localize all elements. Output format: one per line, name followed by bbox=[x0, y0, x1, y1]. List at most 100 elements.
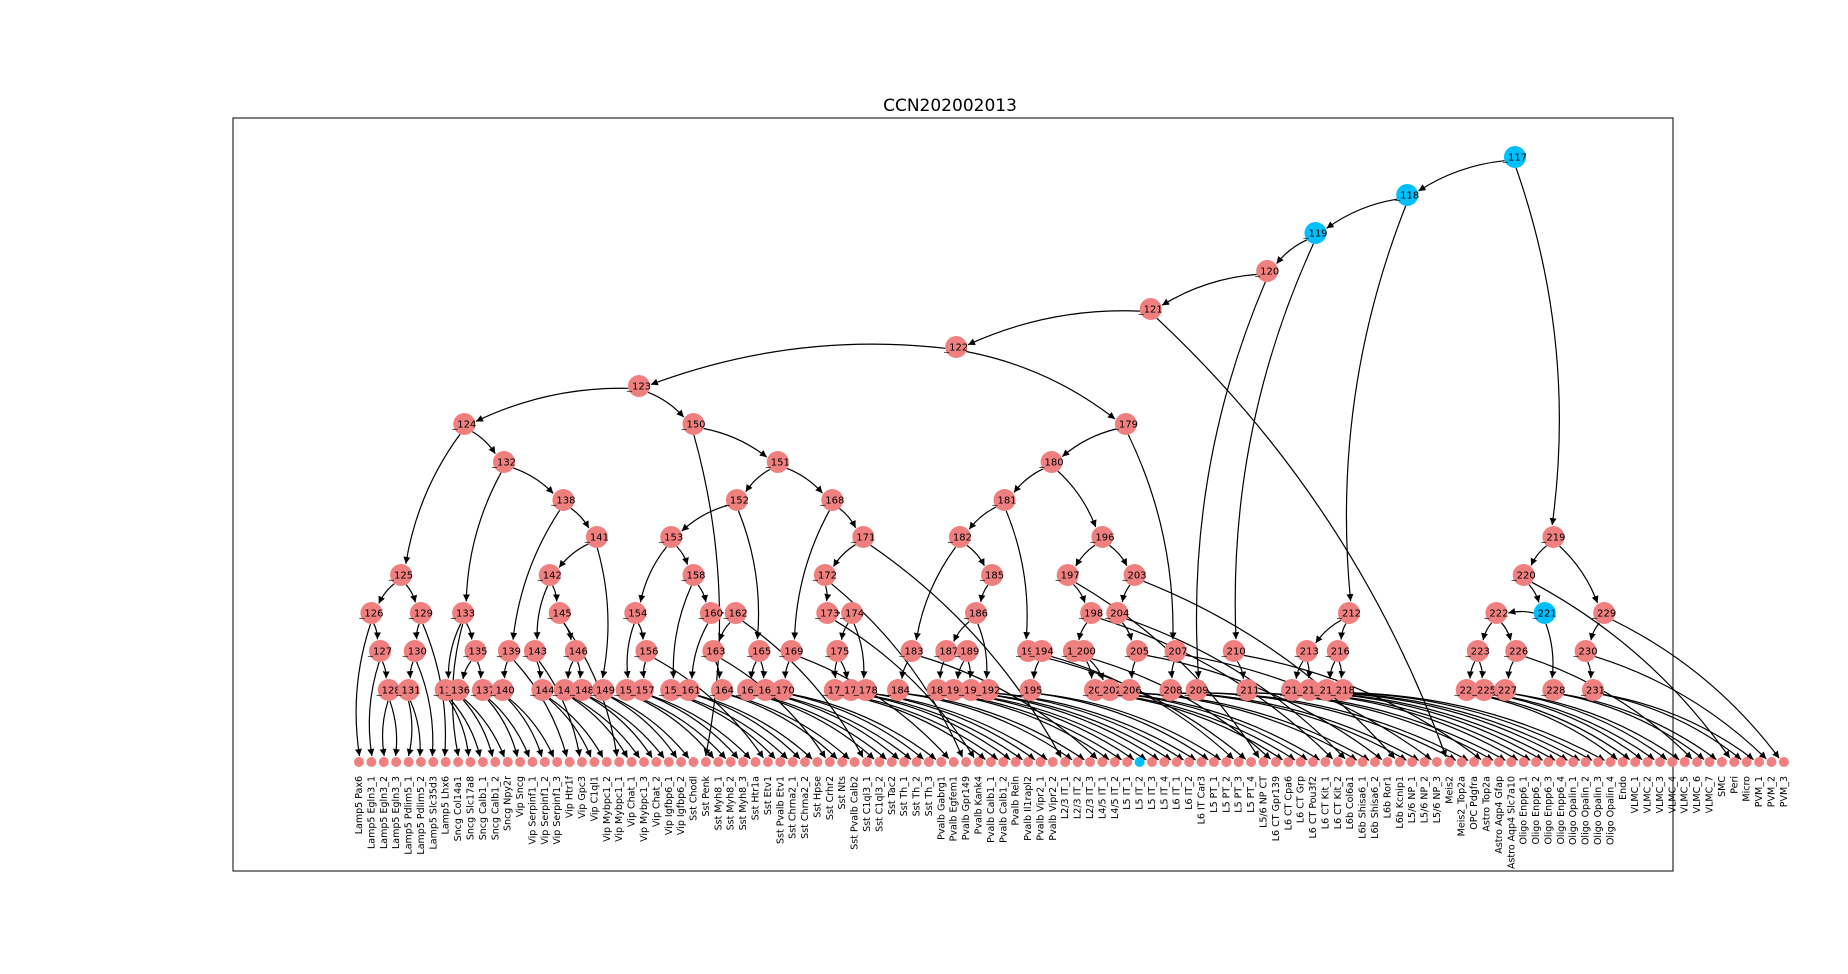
leaf-node bbox=[1023, 757, 1034, 767]
node-label: _163 bbox=[700, 647, 725, 658]
tree-node: _171 bbox=[850, 526, 875, 548]
edge-_181-_193 bbox=[1005, 510, 1031, 640]
leaf-node bbox=[1097, 757, 1108, 767]
edge-_224-leaf-102 bbox=[1476, 694, 1618, 760]
edge-_204-_205 bbox=[1121, 622, 1134, 641]
node-label: _117 bbox=[1502, 153, 1527, 164]
leaf-label: Pvalb Il1rapl2 bbox=[1023, 776, 1034, 841]
edge-_121-_122 bbox=[967, 310, 1140, 346]
node-label: _118 bbox=[1394, 191, 1419, 202]
edge-_148-leaf-24 bbox=[589, 697, 653, 759]
tree-node: _159 bbox=[658, 679, 683, 701]
tree-node: _167 bbox=[752, 679, 777, 701]
node-label: _183 bbox=[899, 647, 924, 658]
leaf-node bbox=[378, 757, 389, 767]
edge-_200-_202 bbox=[1089, 659, 1105, 681]
edge-_162-_163 bbox=[718, 622, 731, 641]
edge-_223-_224 bbox=[1466, 661, 1476, 679]
node-label: _157 bbox=[630, 686, 655, 697]
node-label: _121 bbox=[1138, 305, 1163, 316]
leaf-node bbox=[453, 757, 464, 767]
tree-edges bbox=[354, 160, 1780, 762]
leaf-label: Vip Sncg bbox=[515, 776, 526, 817]
node-label: _125 bbox=[388, 571, 413, 582]
tree-node: _144 bbox=[529, 679, 554, 701]
edge-_216-_218 bbox=[1338, 661, 1346, 679]
tree-node: _223 bbox=[1465, 640, 1490, 662]
node-circle bbox=[409, 602, 432, 624]
tree-node: _135 bbox=[462, 640, 488, 662]
edge-_148-leaf-25 bbox=[590, 696, 665, 759]
edge-_172-leaf-49 bbox=[831, 583, 964, 758]
edge-_181-_182 bbox=[968, 506, 997, 530]
node-circle bbox=[816, 602, 839, 624]
leaf-node bbox=[1778, 757, 1789, 767]
leaf-label: Lamp5 Pax6 bbox=[354, 776, 365, 834]
leaf-label: L6b Kcnip1 bbox=[1395, 776, 1406, 829]
node-label: _161 bbox=[676, 686, 701, 697]
edge-_125-_126 bbox=[378, 583, 395, 604]
node-circle bbox=[624, 602, 647, 624]
leaf-node bbox=[1431, 757, 1442, 767]
node-label: _124 bbox=[451, 420, 476, 431]
node-circle bbox=[942, 679, 965, 701]
edge-_220-_221 bbox=[1528, 584, 1541, 603]
edge-_124-_125 bbox=[403, 433, 461, 564]
leaf-label: Lamp5 Egln3_1 bbox=[366, 776, 377, 849]
leaf-node bbox=[1270, 757, 1281, 767]
leaf-label: Oligo Enpp6_2 bbox=[1531, 776, 1542, 845]
leaf-label: Oligo Opalin_4 bbox=[1605, 776, 1616, 845]
edge-_152-_165 bbox=[737, 510, 762, 640]
edge-_139-_140 bbox=[500, 661, 508, 679]
leaf-node bbox=[1370, 757, 1380, 767]
tree-node: _229 bbox=[1591, 602, 1616, 624]
leaf-node bbox=[824, 757, 835, 767]
node-circle bbox=[1040, 451, 1063, 473]
edge-_128-leaf-2 bbox=[379, 700, 389, 757]
edge-_171-_172 bbox=[832, 544, 856, 567]
edge-_146-_148 bbox=[577, 661, 585, 679]
leaf-label: Oligo Enpp6_3 bbox=[1543, 776, 1554, 845]
leaf-node bbox=[738, 757, 749, 767]
tree-node: _226 bbox=[1503, 640, 1528, 662]
node-circle bbox=[1512, 564, 1535, 586]
leaf-label: L4/5 IT_1 bbox=[1097, 776, 1108, 819]
edge-_134-leaf-10 bbox=[450, 699, 482, 757]
node-circle bbox=[660, 526, 683, 548]
node-circle bbox=[841, 602, 864, 624]
tree-node: _175 bbox=[824, 640, 849, 662]
edge-_122-_179 bbox=[966, 350, 1116, 420]
leaf-node bbox=[1754, 757, 1765, 767]
tree-node: _123 bbox=[626, 375, 651, 397]
leaf-label: PVM_1 bbox=[1754, 776, 1765, 807]
leaf-node bbox=[1295, 757, 1306, 767]
leaf-node bbox=[1221, 757, 1232, 767]
edge-_191-leaf-65 bbox=[981, 693, 1160, 761]
tree-node: _118 bbox=[1394, 184, 1419, 206]
edge-_227-leaf-107 bbox=[1515, 693, 1680, 761]
tree-node: _206 bbox=[1117, 679, 1142, 701]
leaf-node bbox=[787, 757, 798, 767]
node-circle bbox=[660, 679, 683, 701]
leaf-label: Sst Chrna2_2 bbox=[800, 776, 811, 839]
plot-frame bbox=[232, 117, 1674, 872]
node-circle bbox=[1331, 679, 1354, 701]
leaf-label: Sst Htr1a bbox=[751, 776, 762, 820]
node-circle bbox=[682, 564, 705, 586]
tree-node: _141 bbox=[584, 526, 609, 548]
edge-_179-_180 bbox=[1061, 428, 1117, 457]
tree-node: _218 bbox=[1330, 679, 1355, 701]
leaf-node bbox=[1642, 757, 1653, 767]
leaf-node bbox=[1716, 757, 1727, 767]
leaf-label: Oligo Opalin_3 bbox=[1593, 776, 1604, 845]
tree-node: _183 bbox=[899, 640, 924, 662]
tree-node: _124 bbox=[451, 413, 476, 435]
tree-node: _202 bbox=[1097, 679, 1122, 701]
edge-_129-_130 bbox=[412, 623, 420, 640]
leaf-label: Meis2 bbox=[1444, 776, 1455, 804]
edge-_225-leaf-104 bbox=[1493, 693, 1643, 761]
node-circle bbox=[548, 602, 571, 624]
tree-node: _192 bbox=[975, 679, 1000, 701]
edge-_223-_225 bbox=[1478, 661, 1487, 679]
leaf-node bbox=[1332, 757, 1343, 767]
